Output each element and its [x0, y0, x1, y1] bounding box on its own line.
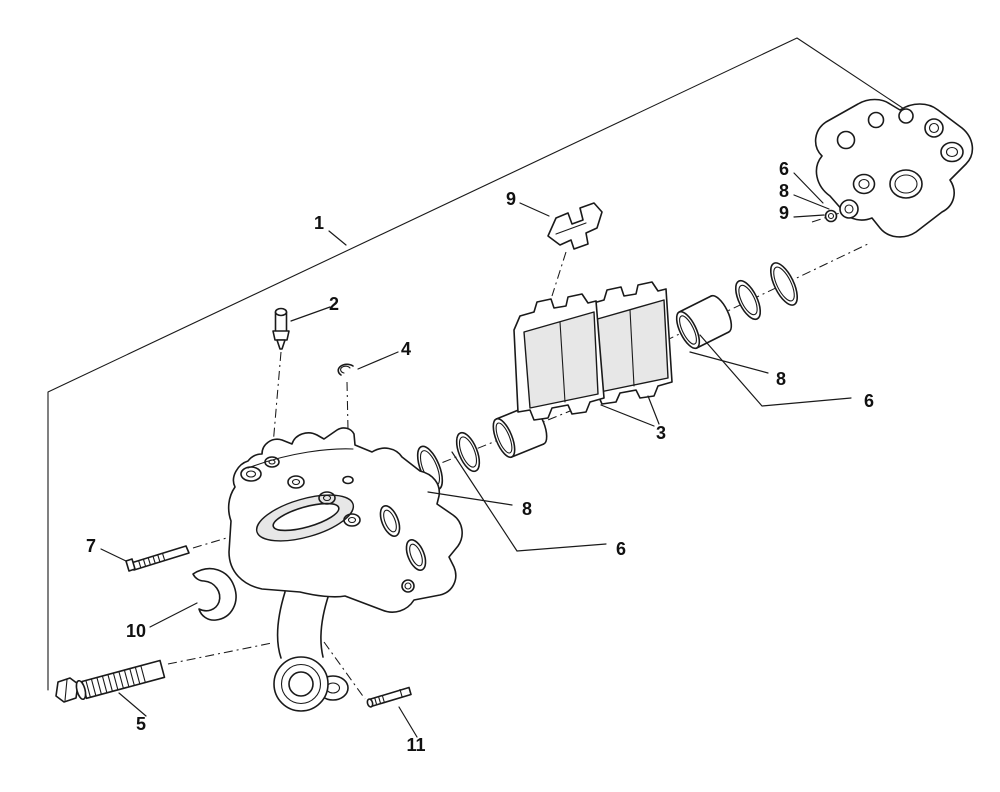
mounting-bolt-drawing	[55, 659, 166, 703]
brake-pads-drawing	[513, 281, 673, 421]
callout-8-upper-right: 8	[778, 181, 790, 201]
callout-10: 10	[125, 621, 147, 641]
callout-9-top: 9	[505, 189, 517, 209]
caliper-body-drawing	[227, 427, 463, 712]
dowel-pin-drawing	[366, 686, 412, 708]
washer-and-oring-drawing	[824, 199, 859, 223]
callout-4: 4	[400, 339, 412, 359]
callout-1: 1	[313, 213, 325, 233]
callout-8-left-group: 8	[521, 499, 533, 519]
callout-7: 7	[85, 536, 97, 556]
pad-retainer-clip-drawing	[547, 202, 603, 250]
callout-8-right-group: 8	[775, 369, 787, 389]
bleeder-valve-drawing	[272, 307, 290, 350]
retaining-clip-drawing	[337, 363, 354, 376]
pad-pin-drawing	[125, 545, 190, 572]
callout-6-right-group: 6	[863, 391, 875, 411]
pad-spring-drawing	[192, 567, 237, 621]
assembly-boundary-line	[47, 37, 964, 691]
leader-lines	[100, 172, 852, 738]
callout-11: 11	[406, 735, 426, 755]
callout-6-left-group: 6	[615, 539, 627, 559]
piston-seal-group-right-drawing	[675, 262, 799, 350]
callout-2: 2	[328, 294, 340, 314]
callout-3: 3	[655, 423, 667, 443]
callout-9-upper-right: 9	[778, 203, 790, 223]
callout-5: 5	[135, 714, 147, 734]
callout-6-upper-right: 6	[778, 159, 790, 179]
mounting-bracket-drawing	[814, 98, 974, 238]
